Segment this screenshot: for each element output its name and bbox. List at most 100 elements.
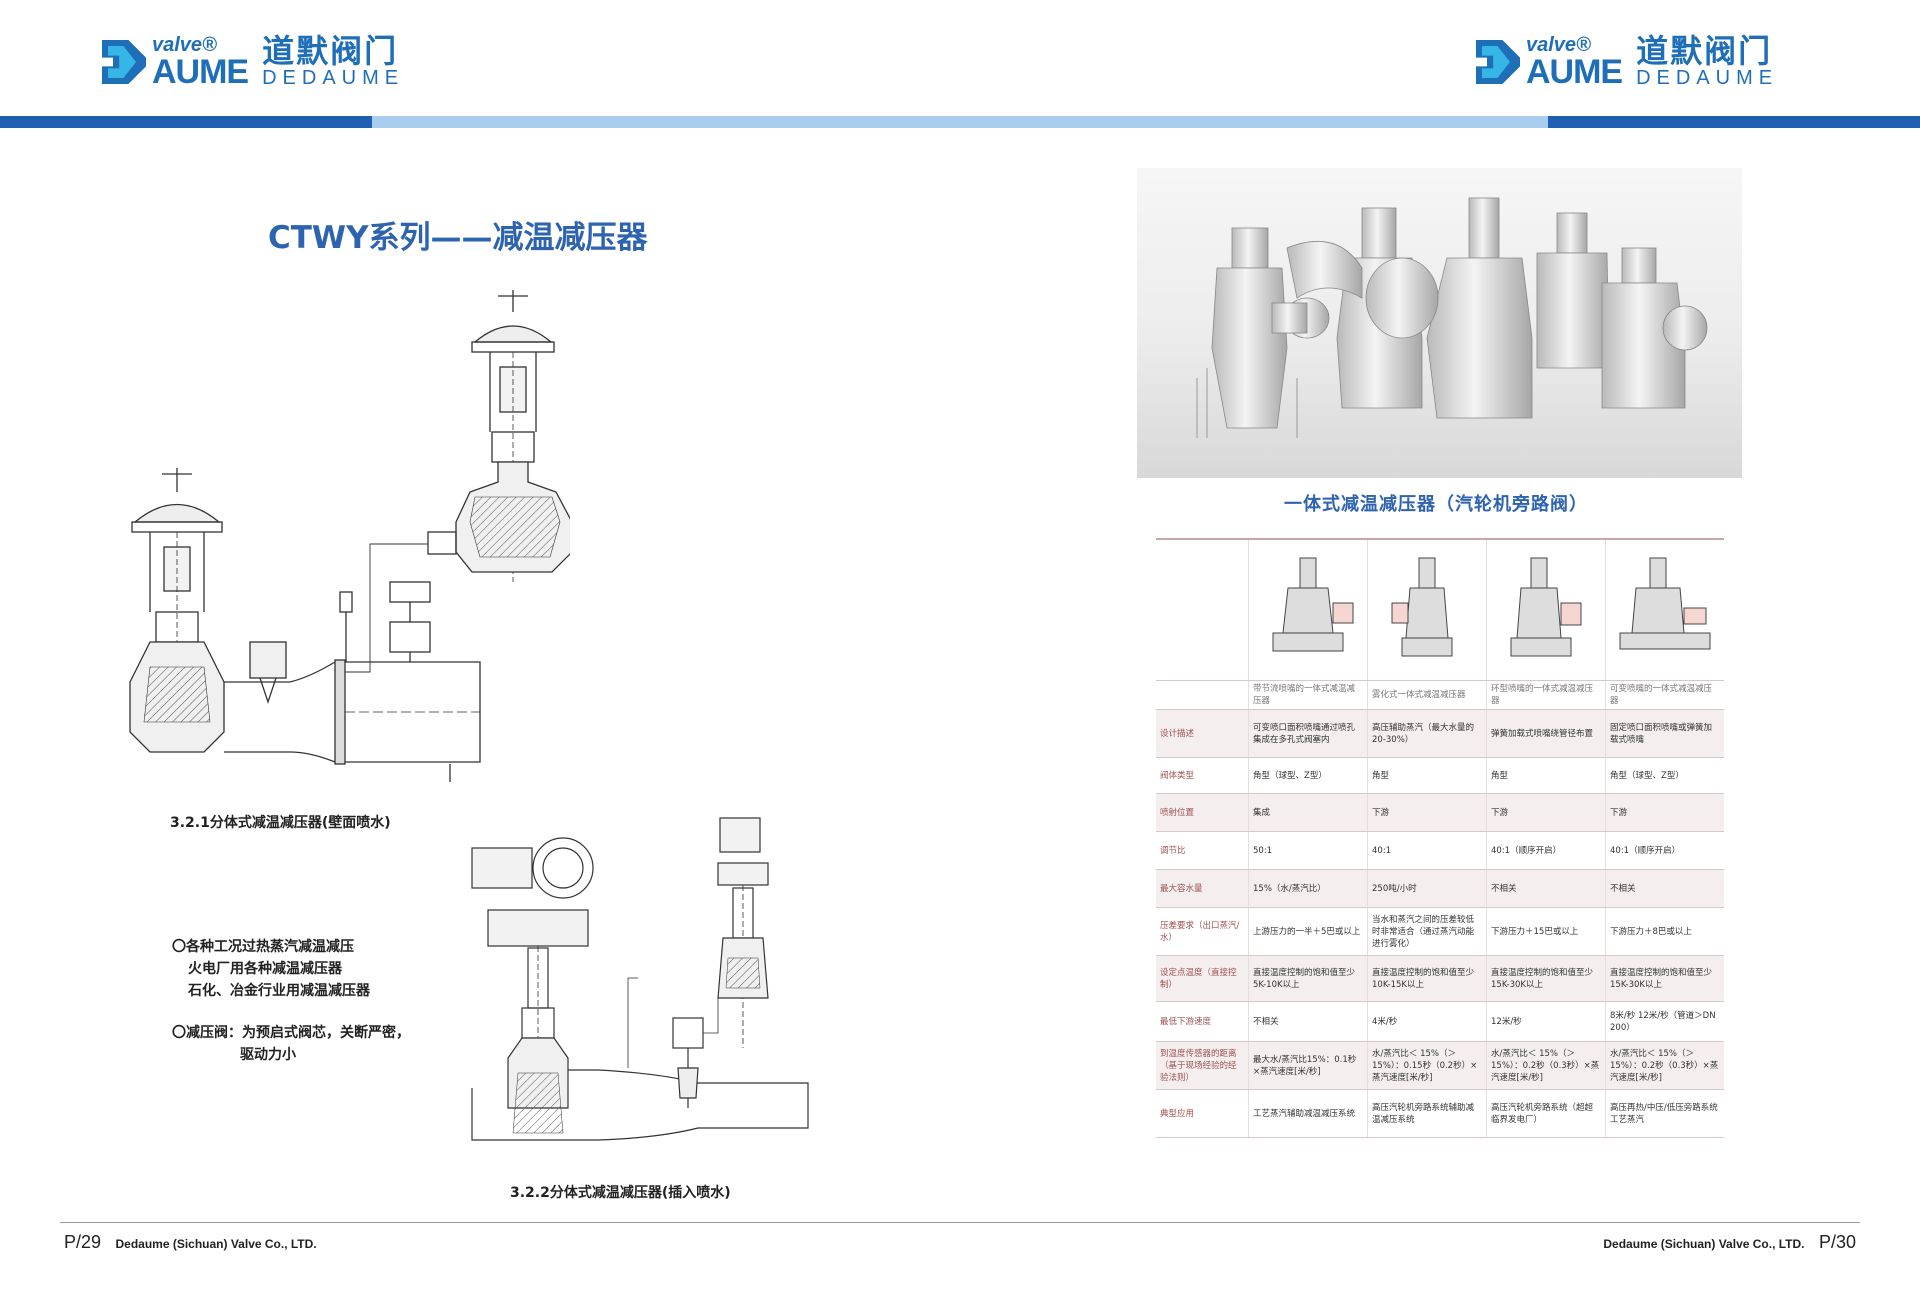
row-label: 到温度传感器的距离（基于现场经验的经验法则） <box>1156 1041 1249 1090</box>
table-cell: 固定喷口面积喷嘴或弹簧加载式喷嘴 <box>1605 709 1724 758</box>
table-cell: 40:1 <box>1367 831 1487 870</box>
brand-logo-left: valve® AUME 道默阀门 DEDAUME <box>102 30 404 94</box>
type-name-4: 可变喷嘴的一体式减温减压器 <box>1605 680 1724 710</box>
row-label: 典型应用 <box>1156 1089 1249 1138</box>
table-cell: 下游 <box>1605 793 1724 832</box>
table-row: 最低下游速度 不相关 4米/秒 12米/秒 8米/秒 12米/秒（管道＞DN 2… <box>1156 1001 1724 1042</box>
table-cell: 不相关 <box>1486 869 1606 908</box>
brand-registered-mark: ® <box>1576 34 1591 56</box>
table-row: 设计描述 可变喷口面积喷嘴通过喷孔集成在多孔式阀塞内 高压辅助蒸汽（最大水量的2… <box>1156 709 1724 758</box>
brand-aume-text: AUME <box>1526 53 1623 91</box>
row-label: 阀体类型 <box>1156 757 1249 794</box>
feature-line-1: 〇各种工况过热蒸汽减温减压 <box>172 939 354 955</box>
feature-line-5: 驱动力小 <box>240 1047 296 1063</box>
feature-line-3: 石化、冶金行业用减温减压器 <box>188 983 370 999</box>
brand-english-name: DEDAUME <box>1636 67 1779 90</box>
drawing-wall-spray-icon <box>129 290 570 782</box>
table-cell: 当水和蒸汽之间的压差较低时非常适合（通过蒸汽动能进行雾化） <box>1367 907 1487 956</box>
brand-aume-text: AUME <box>152 53 249 91</box>
table-cell: 8米/秒 12米/秒（管道＞DN 200） <box>1605 1001 1724 1042</box>
feature-line-2: 火电厂用各种减温减压器 <box>188 961 342 977</box>
table-row: 到温度传感器的距离（基于现场经验的经验法则） 最大水/蒸汽比15%：0.1秒×蒸… <box>1156 1041 1724 1090</box>
table-cell: 最大水/蒸汽比15%：0.1秒×蒸汽速度[米/秒] <box>1248 1041 1368 1090</box>
type-drawing-4-icon <box>1619 557 1711 650</box>
product-photo <box>1137 168 1742 478</box>
table-cell: 角型（球型、Z型） <box>1605 757 1724 794</box>
table-cell: 直接温度控制的饱和值至少15K-30K以上 <box>1486 955 1606 1002</box>
table-cell: 12米/秒 <box>1486 1001 1606 1042</box>
table-cell: 下游压力＋15巴或以上 <box>1486 907 1606 956</box>
company-name-left: Dedaume (Sichuan) Valve Co., LTD. <box>115 1237 317 1251</box>
table-cell: 直接温度控制的饱和值至少5K-10K以上 <box>1248 955 1368 1002</box>
drawing-insert-spray-icon <box>471 817 809 1141</box>
photo-caption: 一体式减温减压器（汽轮机旁路阀） <box>1284 494 1588 515</box>
table-cell: 水/蒸汽比＜ 15%（＞15%）：0.2秒（0.3秒）×蒸汽速度[米/秒] <box>1605 1041 1724 1090</box>
table-cell: 40:1（顺序开启） <box>1605 831 1724 870</box>
table-cell: 水/蒸汽比＜ 15%（＞15%）：0.15秒（0.2秒）×蒸汽速度[米/秒] <box>1367 1041 1487 1090</box>
table-cell: 高压汽轮机旁路系统（超超临界发电厂） <box>1486 1089 1606 1138</box>
row-label: 设计描述 <box>1156 709 1249 758</box>
valve-group-image-icon <box>1196 197 1708 438</box>
table-cell: 角型（球型、Z型） <box>1248 757 1368 794</box>
table-row: 设定点温度（直接控制） 直接温度控制的饱和值至少5K-10K以上 直接温度控制的… <box>1156 955 1724 1002</box>
table-row: 喷射位置 集成 下游 下游 下游 <box>1156 793 1724 832</box>
table-cell-empty <box>1156 538 1249 681</box>
brand-chinese-name: 道默阀门 <box>1636 31 1773 70</box>
table-cell: 250吨/小时 <box>1367 869 1487 908</box>
table-row: 典型应用 工艺蒸汽辅助减温减压系统 高压汽轮机旁路系统辅助减温减压系统 高压汽轮… <box>1156 1089 1724 1138</box>
footer-divider <box>60 1222 1860 1223</box>
row-label: 最大容水量 <box>1156 869 1249 908</box>
table-cell: 15%（水/蒸汽比） <box>1248 869 1368 908</box>
table-cell-empty <box>1156 680 1249 710</box>
brand-logo-right: valve® AUME 道默阀门 DEDAUME <box>1476 30 1778 94</box>
row-label: 喷射位置 <box>1156 793 1249 832</box>
table-cell: 可变喷口面积喷嘴通过喷孔集成在多孔式阀塞内 <box>1248 709 1368 758</box>
type-name-3: 环型喷嘴的一体式减温减压器 <box>1486 680 1606 710</box>
table-cell: 高压辅助蒸汽（最大水量的20-30%） <box>1367 709 1487 758</box>
page-number-left: P/29 <box>64 1232 102 1252</box>
table-cell: 下游 <box>1367 793 1487 832</box>
feature-line-4: 〇减压阀：为预启式阀芯，关断严密， <box>172 1025 410 1041</box>
page-title: CTWY系列——减温减压器 <box>268 220 648 256</box>
footer-left: P/29 Dedaume (Sichuan) Valve Co., LTD. <box>64 1232 317 1253</box>
table-row: 带节流喷嘴的一体式减温减压器 雾化式一体式减温减压器 环型喷嘴的一体式减温减压器… <box>1156 680 1724 710</box>
table-cell: 直接温度控制的饱和值至少10K-15K以上 <box>1367 955 1487 1002</box>
brand-english-name: DEDAUME <box>262 67 405 90</box>
type-drawing-4 <box>1605 538 1724 681</box>
type-drawing-1-icon <box>1272 557 1354 652</box>
table-cell: 50:1 <box>1248 831 1368 870</box>
caption-wall-spray: 3.2.1分体式减温减压器(壁面喷水) <box>170 815 391 831</box>
table-row: 阀体类型 角型（球型、Z型） 角型 角型 角型（球型、Z型） <box>1156 757 1724 794</box>
footer-right: Dedaume (Sichuan) Valve Co., LTD. P/30 <box>1603 1232 1856 1253</box>
table-cell: 不相关 <box>1605 869 1724 908</box>
type-name-1: 带节流喷嘴的一体式减温减压器 <box>1248 680 1368 710</box>
table-cell: 集成 <box>1248 793 1368 832</box>
row-label: 最低下游速度 <box>1156 1001 1249 1042</box>
row-label: 设定点温度（直接控制） <box>1156 955 1249 1002</box>
caption-insert-spray: 3.2.2分体式减温减压器(插入喷水) <box>510 1185 731 1201</box>
table-cell: 下游 <box>1486 793 1606 832</box>
logo-mark-icon <box>1476 36 1520 88</box>
brand-registered-mark: ® <box>202 34 217 56</box>
table-cell: 水/蒸汽比＜ 15%（＞15%）：0.2秒（0.3秒）×蒸汽速度[米/秒] <box>1486 1041 1606 1090</box>
type-drawing-2-icon <box>1391 557 1453 657</box>
type-drawing-3 <box>1486 538 1606 681</box>
type-drawing-2 <box>1367 538 1487 681</box>
brand-valve-text: valve <box>152 34 203 56</box>
table-cell: 直接温度控制的饱和值至少15K-30K以上 <box>1605 955 1724 1002</box>
logo-mark-icon <box>102 36 146 88</box>
brand-chinese-name: 道默阀门 <box>262 31 399 70</box>
header-bar-left <box>0 116 372 128</box>
table-cell: 角型 <box>1367 757 1487 794</box>
table-row: 调节比 50:1 40:1 40:1（顺序开启） 40:1（顺序开启） <box>1156 831 1724 870</box>
table-image-row <box>1156 538 1724 681</box>
table-cell: 弹簧加载式喷嘴绕管径布置 <box>1486 709 1606 758</box>
table-row: 压差要求（出口蒸汽/水） 上游压力的一半＋5巴或以上 当水和蒸汽之间的压差较低时… <box>1156 907 1724 956</box>
row-label: 调节比 <box>1156 831 1249 870</box>
header-bar-right <box>1548 116 1920 128</box>
table-cell: 上游压力的一半＋5巴或以上 <box>1248 907 1368 956</box>
company-name-right: Dedaume (Sichuan) Valve Co., LTD. <box>1603 1237 1805 1251</box>
table-cell: 40:1（顺序开启） <box>1486 831 1606 870</box>
page-number-right: P/30 <box>1818 1232 1856 1252</box>
row-label: 压差要求（出口蒸汽/水） <box>1156 907 1249 956</box>
